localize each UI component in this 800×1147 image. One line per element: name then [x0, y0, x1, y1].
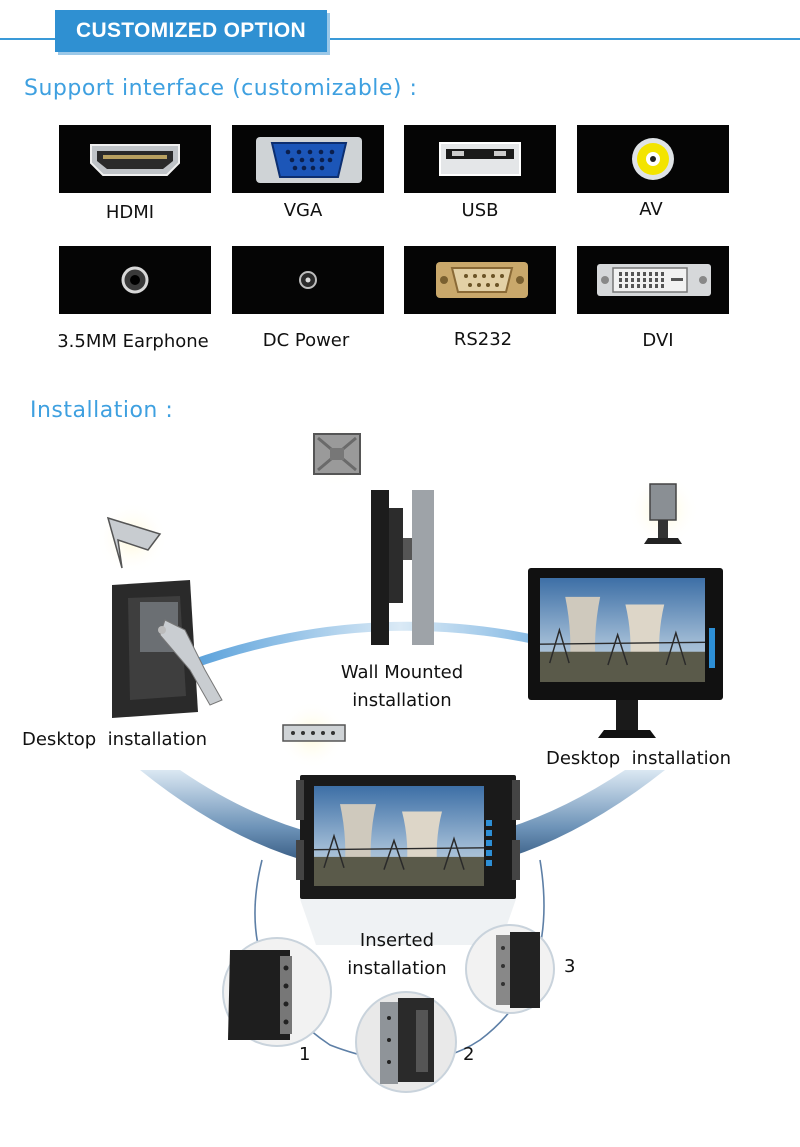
step-number-2: 2 — [463, 1044, 475, 1065]
wall-mounted-label: Wall Mounted installation — [322, 659, 482, 715]
vga-port-icon — [232, 125, 384, 193]
earphone-jack-icon — [59, 246, 211, 314]
dc-power-icon — [232, 246, 384, 314]
port-label-earphone: 3.5MM Earphone — [57, 331, 209, 352]
port-label-vga: VGA — [283, 200, 323, 221]
dvi-port-icon — [577, 246, 729, 314]
page-title: CUSTOMIZED OPTION — [76, 19, 306, 42]
port-label-dvi: DVI — [642, 330, 674, 351]
desktop-right-label: Desktop installation — [546, 748, 732, 769]
hdmi-port-icon — [59, 125, 211, 193]
av-port-icon — [577, 125, 729, 193]
usb-port-icon — [404, 125, 556, 193]
step-number-3: 3 — [564, 956, 576, 977]
port-label-usb: USB — [461, 200, 499, 221]
inserted-line1: Inserted — [359, 930, 435, 951]
interfaces-title: Support interface (customizable) : — [24, 76, 418, 101]
header-tab — [55, 10, 327, 52]
wall-mounted-line1: Wall Mounted — [340, 662, 464, 683]
installation-title: Installation : — [30, 398, 174, 423]
header-divider — [0, 38, 800, 40]
installation-diagram — [96, 423, 723, 1093]
port-label-av: AV — [639, 199, 663, 220]
port-label-dc-power: DC Power — [262, 330, 350, 351]
port-label-rs232: RS232 — [453, 329, 513, 350]
port-label-hdmi: HDMI — [105, 202, 155, 223]
step-number-1: 1 — [299, 1044, 311, 1065]
desktop-left-label: Desktop installation — [22, 729, 208, 750]
wall-mounted-line2: installation — [352, 690, 452, 711]
inserted-label: Inserted installation — [322, 927, 472, 983]
rs232-port-icon — [404, 246, 556, 314]
inserted-line2: installation — [347, 958, 447, 979]
